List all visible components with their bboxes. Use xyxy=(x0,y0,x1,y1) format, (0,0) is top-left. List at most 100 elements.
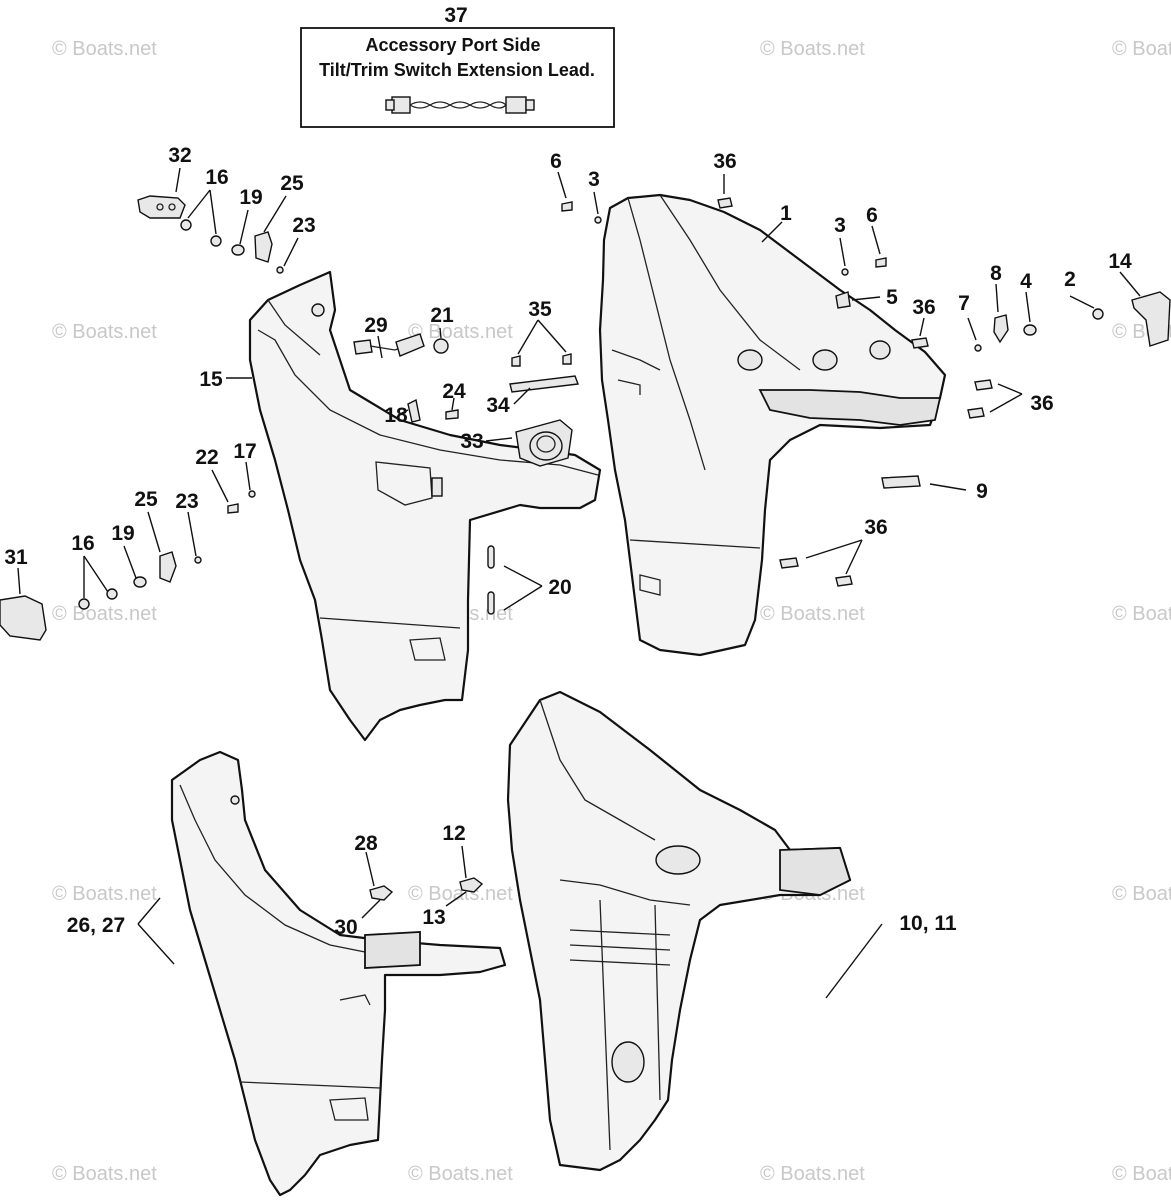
extension-lead-icon xyxy=(385,96,535,114)
watermark: © Boats.net xyxy=(1112,1163,1171,1185)
washer-part xyxy=(231,244,245,256)
bracket-32-part xyxy=(137,195,186,219)
callout-10-11: 10, 11 xyxy=(899,912,957,935)
washer-part xyxy=(1023,324,1037,336)
callout-17: 17 xyxy=(233,440,256,463)
callout-26-27: 26, 27 xyxy=(67,914,125,937)
bolt-part xyxy=(974,379,993,391)
bracket-31-part xyxy=(0,595,47,641)
callout-19: 19 xyxy=(111,522,134,545)
callout-12: 12 xyxy=(442,822,465,845)
watermark: © Boats.net xyxy=(52,38,157,60)
watermark: © Boats.net xyxy=(52,603,157,625)
nut-part xyxy=(1092,308,1104,320)
watermark: © Boats.net xyxy=(408,321,513,343)
nut-part xyxy=(210,235,222,247)
nut-part xyxy=(78,598,90,610)
callout-15: 15 xyxy=(199,368,223,391)
slot-20-part xyxy=(487,591,495,615)
bolt-part xyxy=(835,575,853,587)
nut-part xyxy=(180,219,192,231)
watermark: © Boats.net xyxy=(760,1163,865,1185)
callout-31: 31 xyxy=(4,546,28,569)
callout-28: 28 xyxy=(354,832,378,855)
accessory-box: 37 Accessory Port Side Tilt/Trim Switch … xyxy=(300,4,615,128)
callout-30: 30 xyxy=(334,916,357,939)
callout-7: 7 xyxy=(958,292,970,315)
lower-right-cover-part xyxy=(506,690,852,1172)
callout-13: 13 xyxy=(422,906,445,929)
callout-32: 32 xyxy=(168,144,191,167)
callout-18: 18 xyxy=(384,404,408,427)
nut-part xyxy=(841,268,849,276)
screw-part xyxy=(248,490,256,498)
callout-29: 29 xyxy=(364,314,387,337)
clip-part xyxy=(254,231,273,263)
callout-9: 9 xyxy=(976,480,988,503)
clip-part xyxy=(369,885,394,901)
callout-16: 16 xyxy=(205,166,228,189)
bolt-part xyxy=(779,557,799,569)
callout-36: 36 xyxy=(912,296,935,319)
watermark: © Boats.net xyxy=(1112,38,1171,60)
watermark: © Boats.net xyxy=(408,883,513,905)
watermark: © Boats.net xyxy=(1112,883,1171,905)
upper-right-cover-part xyxy=(598,193,947,657)
callout-14: 14 xyxy=(1108,250,1132,273)
screw-part xyxy=(562,353,572,365)
callout-1: 1 xyxy=(780,202,792,225)
watermark: © Boats.net xyxy=(408,1163,513,1185)
washer-part xyxy=(133,576,147,588)
callout-6: 6 xyxy=(866,204,878,227)
watermark: © Boats.net xyxy=(1112,603,1171,625)
callout-4: 4 xyxy=(1020,270,1032,293)
watermark: © Boats.net xyxy=(52,883,157,905)
callout-36: 36 xyxy=(1030,392,1053,415)
callout-8: 8 xyxy=(990,262,1002,285)
screw-part xyxy=(445,409,459,420)
callout-3: 3 xyxy=(588,168,600,191)
clip-part xyxy=(561,201,573,212)
screw-part xyxy=(227,503,239,514)
watermark: © Boats.net xyxy=(760,38,865,60)
bolt-part xyxy=(911,337,929,349)
screw-part xyxy=(276,266,284,274)
watermark: © Boats.net xyxy=(760,603,865,625)
callout-36: 36 xyxy=(713,150,736,173)
callout-22: 22 xyxy=(195,446,218,469)
small-parts xyxy=(0,195,1171,901)
bolt-part xyxy=(717,197,733,209)
upper-left-cover-part xyxy=(248,270,602,742)
clip-part xyxy=(459,877,484,893)
clip-part xyxy=(875,257,887,268)
callout-16: 16 xyxy=(71,532,94,555)
callout-6: 6 xyxy=(550,150,562,173)
callout-20: 20 xyxy=(548,576,571,599)
watermark: © Boats.net xyxy=(52,1163,157,1185)
watermark-layer: © Boats.net © Boats.net © Boats.net © Bo… xyxy=(52,38,1171,1185)
screw-part xyxy=(511,355,521,367)
clip-part xyxy=(993,314,1009,344)
lower-left-cover-part xyxy=(170,750,507,1197)
callout-5: 5 xyxy=(886,286,898,309)
callout-35: 35 xyxy=(528,298,552,321)
nut-part xyxy=(594,216,602,224)
bracket-14-part xyxy=(1131,291,1171,347)
callout-23: 23 xyxy=(175,490,198,513)
callout-24: 24 xyxy=(442,380,466,403)
accessory-box-line1: Accessory Port Side xyxy=(365,35,540,55)
callout-2: 2 xyxy=(1064,268,1076,291)
clip-part xyxy=(159,551,177,583)
nut-part xyxy=(433,338,449,354)
harness-29-part xyxy=(353,339,373,355)
callout-3: 3 xyxy=(834,214,846,237)
watermark: © Boats.net xyxy=(52,321,157,343)
callout-25: 25 xyxy=(134,488,158,511)
callout-37: 37 xyxy=(444,4,467,27)
callout-21: 21 xyxy=(430,304,454,327)
slot-20-part xyxy=(487,545,495,569)
accessory-box-line2: Tilt/Trim Switch Extension Lead. xyxy=(319,60,595,80)
clip-part xyxy=(407,398,421,423)
leader-lines xyxy=(17,167,1141,999)
